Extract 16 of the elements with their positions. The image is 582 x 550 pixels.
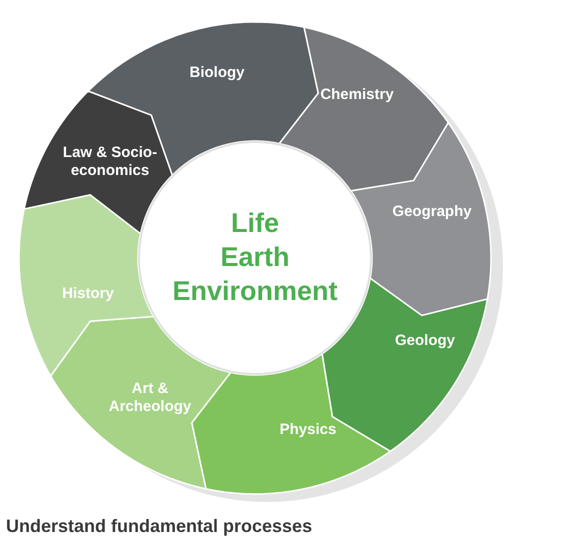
ring-segment [18,194,155,378]
ring-segment [23,90,174,235]
segment-label: Art & Archeology [108,380,192,416]
ring-segment [190,352,392,495]
center-label: Life Earth Environment [171,207,339,308]
segment-label: Law & Socio-economics [62,144,158,180]
segment-label: Geology [394,332,455,350]
segment-label: Chemistry [320,86,394,104]
ring-segment [278,26,450,192]
segment-label: Physics [280,421,336,439]
segment-label: Biology [190,64,244,82]
caption: Understand fundamental processes [6,516,312,537]
ring-segment [50,316,232,490]
segment-label: Geography [392,203,472,221]
segment-label: History [62,285,114,303]
ring-segment [350,121,492,316]
